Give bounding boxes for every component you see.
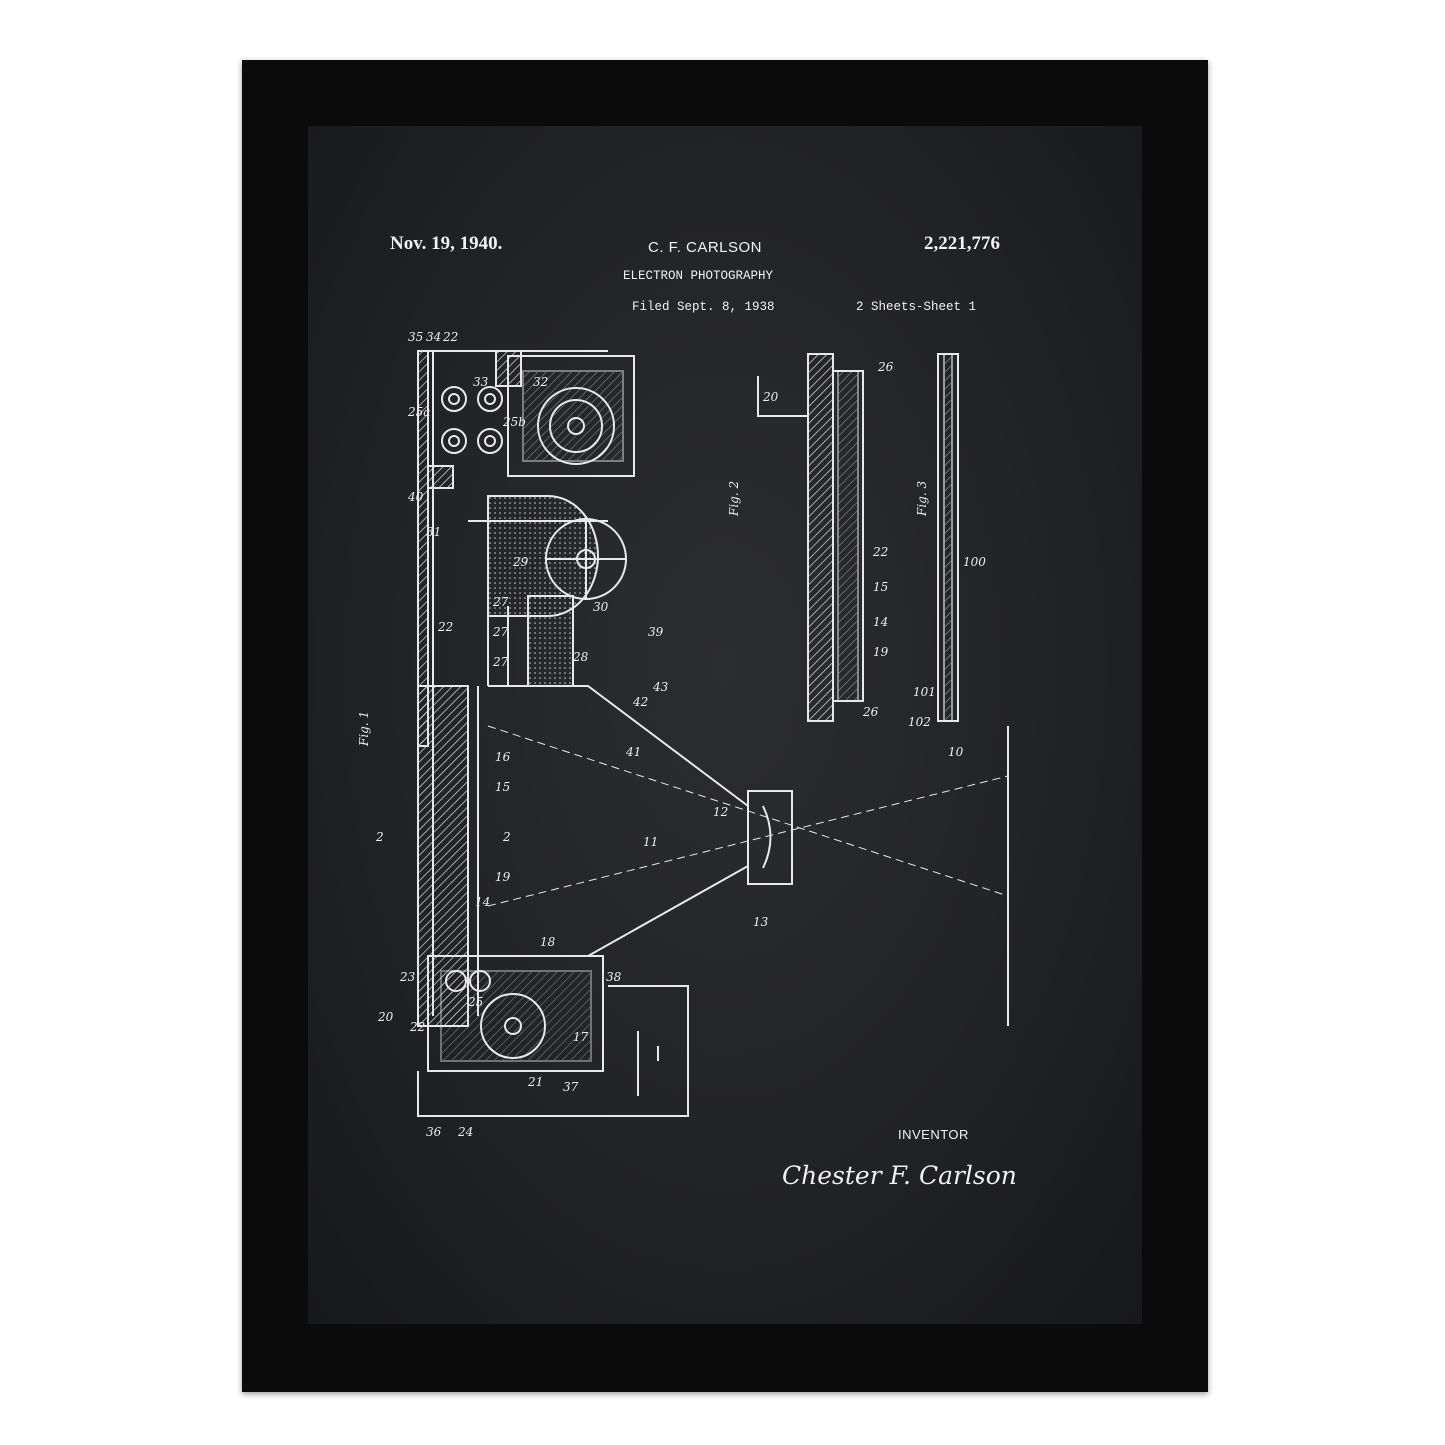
- ref-label: 38: [606, 970, 622, 984]
- filed-date: Filed Sept. 8, 1938: [632, 300, 775, 314]
- ref-label: 32: [533, 375, 548, 389]
- ref-label: 14: [873, 615, 888, 629]
- ref-label: 27: [492, 595, 509, 609]
- ref-label: 22: [437, 620, 453, 634]
- patent-date: Nov. 19, 1940.: [390, 233, 503, 254]
- ref-label: 2: [375, 830, 384, 844]
- ref-label: 18: [540, 935, 556, 949]
- ref-label: 36: [426, 1125, 442, 1139]
- ref-label: 26: [862, 705, 879, 719]
- sheet-info: 2 Sheets-Sheet 1: [856, 300, 977, 314]
- ref-label: 28: [572, 650, 589, 664]
- ref-label: 37: [563, 1080, 579, 1094]
- ref-label: 22: [442, 330, 458, 344]
- patent-title: ELECTRON PHOTOGRAPHY: [623, 269, 774, 283]
- ref-label: 33: [473, 375, 489, 389]
- figure-3-drawing: [937, 353, 959, 722]
- ref-label: 22: [872, 545, 888, 559]
- ref-label: 10: [948, 745, 964, 759]
- figure-2-drawing: [757, 353, 864, 722]
- ref-label: 43: [652, 680, 669, 694]
- ref-label: 26: [877, 360, 894, 374]
- ref-label: 24: [457, 1125, 473, 1139]
- ref-label: 11: [643, 835, 658, 849]
- patent-poster: Nov. 19, 1940. C. F. CARLSON 2,221,776 E…: [308, 126, 1142, 1324]
- patent-drawing: Fig. 1 Fig. 2 Fig. 3 35 34 22 33 32 25a …: [357, 330, 1009, 1139]
- ref-label: 19: [495, 870, 511, 884]
- ref-label: 100: [963, 555, 986, 569]
- fig-2-label: Fig. 2: [727, 481, 741, 517]
- ref-label: 102: [908, 715, 931, 729]
- ref-label: 20: [377, 1010, 394, 1024]
- ref-label: 39: [648, 625, 664, 639]
- ref-label: 40: [407, 490, 424, 504]
- ref-label: 30: [593, 600, 609, 614]
- ref-label: 29: [512, 555, 529, 569]
- ref-label: 13: [753, 915, 769, 929]
- ref-label: 101: [913, 685, 936, 699]
- ref-label: 27: [492, 625, 509, 639]
- fig-1-label: Fig. 1: [357, 711, 371, 747]
- ref-label: 27: [492, 655, 509, 669]
- ref-label: 35: [408, 330, 423, 344]
- ref-label: 42: [632, 695, 648, 709]
- ref-label: 31: [426, 525, 441, 539]
- ref-label: 20: [762, 390, 779, 404]
- ref-label: 17: [573, 1030, 589, 1044]
- figure-1-drawing: [417, 350, 1009, 1117]
- ref-label: 12: [713, 805, 728, 819]
- ref-label: 25: [467, 995, 483, 1009]
- ref-label: 25a: [407, 405, 430, 419]
- ref-label: 19: [873, 645, 889, 659]
- inventor-name: C. F. CARLSON: [648, 239, 763, 256]
- picture-frame: Nov. 19, 1940. C. F. CARLSON 2,221,776 E…: [242, 60, 1208, 1392]
- ref-label: 15: [495, 780, 510, 794]
- ref-label: 15: [873, 580, 888, 594]
- ref-label: 23: [399, 970, 416, 984]
- ref-label: 2: [502, 830, 511, 844]
- ref-label: 25b: [502, 415, 526, 429]
- ref-label: 34: [426, 330, 441, 344]
- ref-label: 14: [475, 895, 490, 909]
- fig-3-label: Fig. 3: [915, 481, 929, 517]
- inventor-signature: Chester F. Carlson: [782, 1161, 1017, 1190]
- ref-label: 22: [409, 1020, 425, 1034]
- ref-label: 16: [495, 750, 511, 764]
- inventor-label: INVENTOR: [898, 1127, 969, 1142]
- ref-label: 41: [625, 745, 641, 759]
- patent-number: 2,221,776: [924, 233, 1000, 254]
- ref-label: 21: [527, 1075, 543, 1089]
